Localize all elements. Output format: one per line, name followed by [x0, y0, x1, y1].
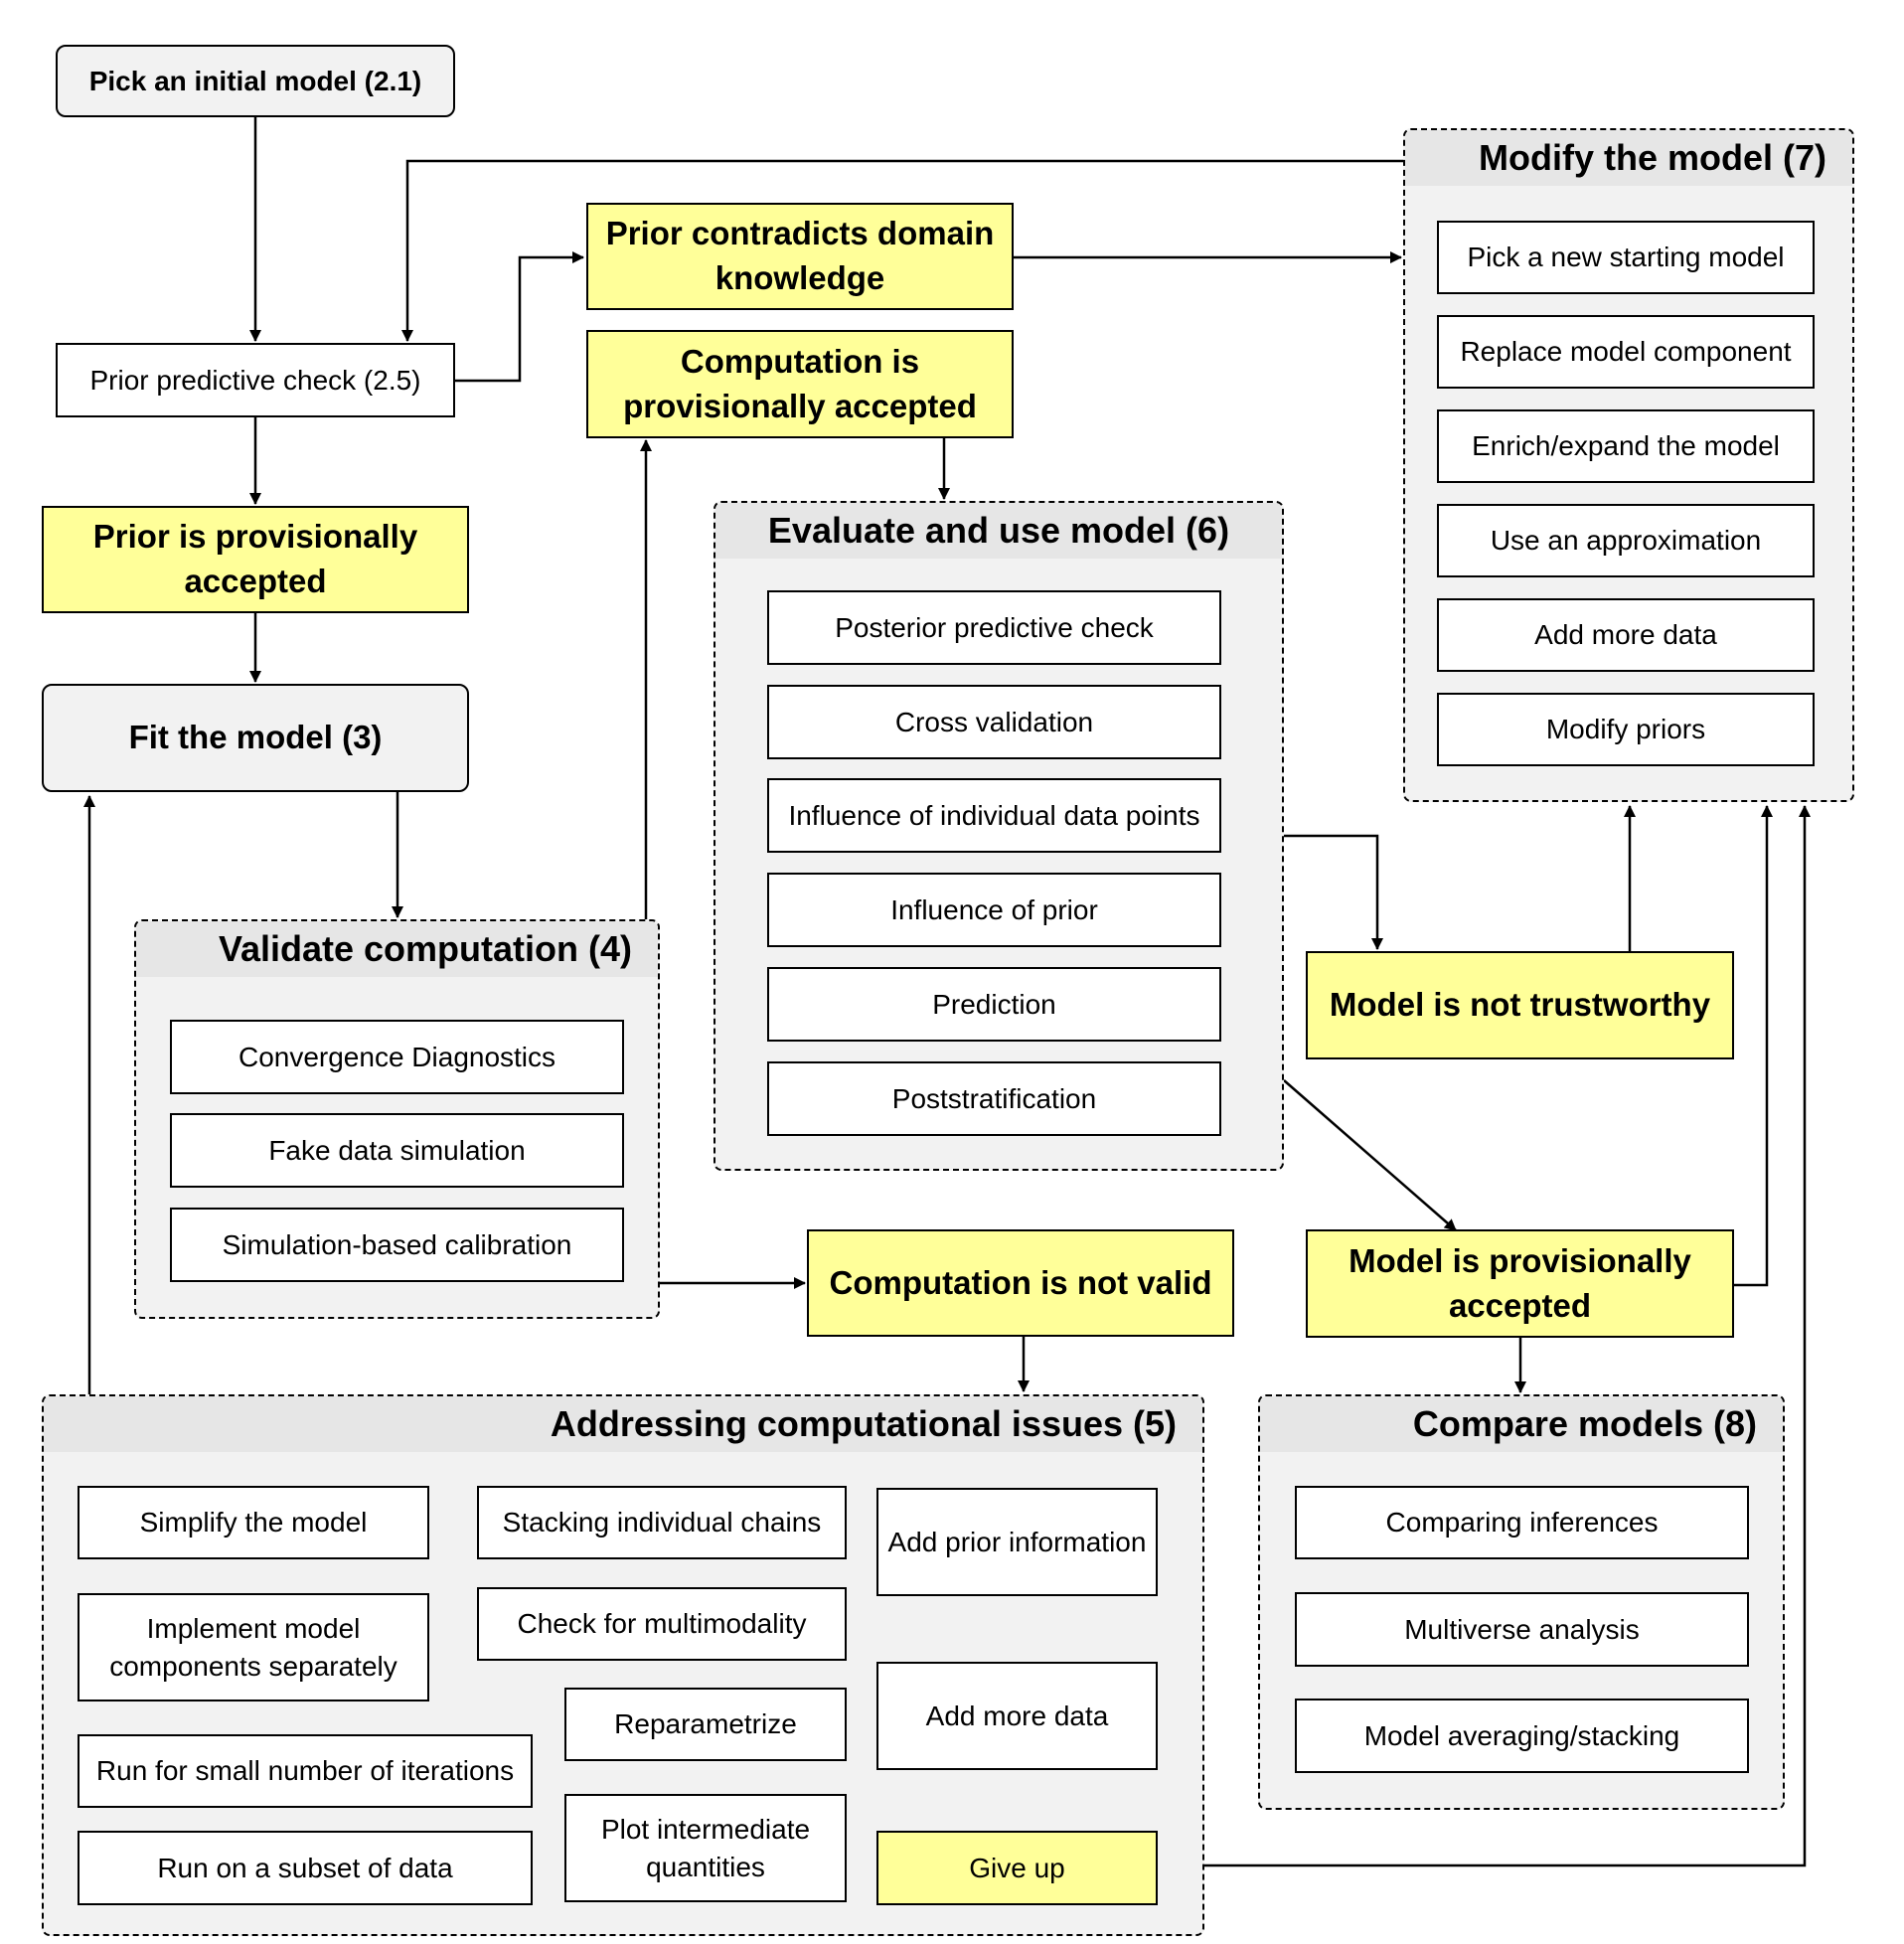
arrow-modify-to-prior-check	[401, 159, 1403, 342]
validate-item: Fake data simulation	[170, 1113, 624, 1188]
modify-item: Use an approximation	[1437, 504, 1815, 577]
evaluate-item: Prediction	[767, 967, 1221, 1042]
add-more-data-item: Add more data	[876, 1662, 1158, 1770]
modify-item: Pick a new starting model	[1437, 221, 1815, 294]
evaluate-item: Influence of individual data points	[767, 778, 1221, 853]
arrow-evaluate-to-model-accepted	[1283, 1079, 1457, 1231]
validate-item: Simulation-based calibration	[170, 1208, 624, 1282]
run-subset-item: Run on a subset of data	[78, 1831, 533, 1905]
prior-accepted-status: Prior is provisionally accepted	[42, 506, 469, 613]
prior-predictive-check: Prior predictive check (2.5)	[56, 343, 455, 417]
add-prior-item: Add prior information	[876, 1488, 1158, 1596]
arrow-evaluate-to-not-trustworthy	[1284, 834, 1383, 950]
evaluate-model-title: Evaluate and use model (6)	[715, 503, 1282, 559]
model-accepted-status: Model is provisionally accepted	[1306, 1229, 1734, 1338]
implement-separately-item: Implement model components separately	[78, 1593, 429, 1701]
arrow-prior-check-to-contradicts	[455, 251, 584, 383]
modify-item: Enrich/expand the model	[1437, 409, 1815, 483]
compare-models-title: Compare models (8)	[1260, 1396, 1783, 1452]
arrow-model-accepted-to-modify	[1734, 805, 1773, 1287]
prior-contradicts-status: Prior contradicts domain knowledge	[586, 203, 1014, 310]
reparametrize-item: Reparametrize	[564, 1688, 847, 1761]
evaluate-item: Influence of prior	[767, 873, 1221, 947]
stacking-chains-item: Stacking individual chains	[477, 1486, 847, 1559]
evaluate-item: Posterior predictive check	[767, 590, 1221, 665]
modify-model-title: Modify the model (7)	[1405, 130, 1852, 186]
plot-intermediate-item: Plot intermediate quantities	[564, 1794, 847, 1902]
compare-item: Comparing inferences	[1295, 1486, 1749, 1559]
modify-item: Modify priors	[1437, 693, 1815, 766]
addressing-issues-title: Addressing computational issues (5)	[44, 1396, 1202, 1452]
simplify-model-item: Simplify the model	[78, 1486, 429, 1559]
modify-item: Replace model component	[1437, 315, 1815, 389]
modify-item: Add more data	[1437, 598, 1815, 672]
arrow-give-up-to-modify	[1158, 805, 1811, 1867]
fit-the-model: Fit the model (3)	[42, 684, 469, 792]
compare-item: Multiverse analysis	[1295, 1592, 1749, 1667]
compare-item: Model averaging/stacking	[1295, 1699, 1749, 1773]
check-multimodality-item: Check for multimodality	[477, 1587, 847, 1661]
run-small-iterations-item: Run for small number of iterations	[78, 1734, 533, 1808]
validate-item: Convergence Diagnostics	[170, 1020, 624, 1094]
model-not-trustworthy-status: Model is not trustworthy	[1306, 951, 1734, 1059]
computation-accepted-status: Computation is provisionally accepted	[586, 330, 1014, 438]
pick-initial-model: Pick an initial model (2.1)	[56, 45, 455, 117]
evaluate-item: Cross validation	[767, 685, 1221, 759]
validate-computation-title: Validate computation (4)	[136, 921, 658, 977]
give-up-item: Give up	[876, 1831, 1158, 1905]
evaluate-item: Poststratification	[767, 1061, 1221, 1136]
computation-not-valid-status: Computation is not valid	[807, 1229, 1234, 1337]
